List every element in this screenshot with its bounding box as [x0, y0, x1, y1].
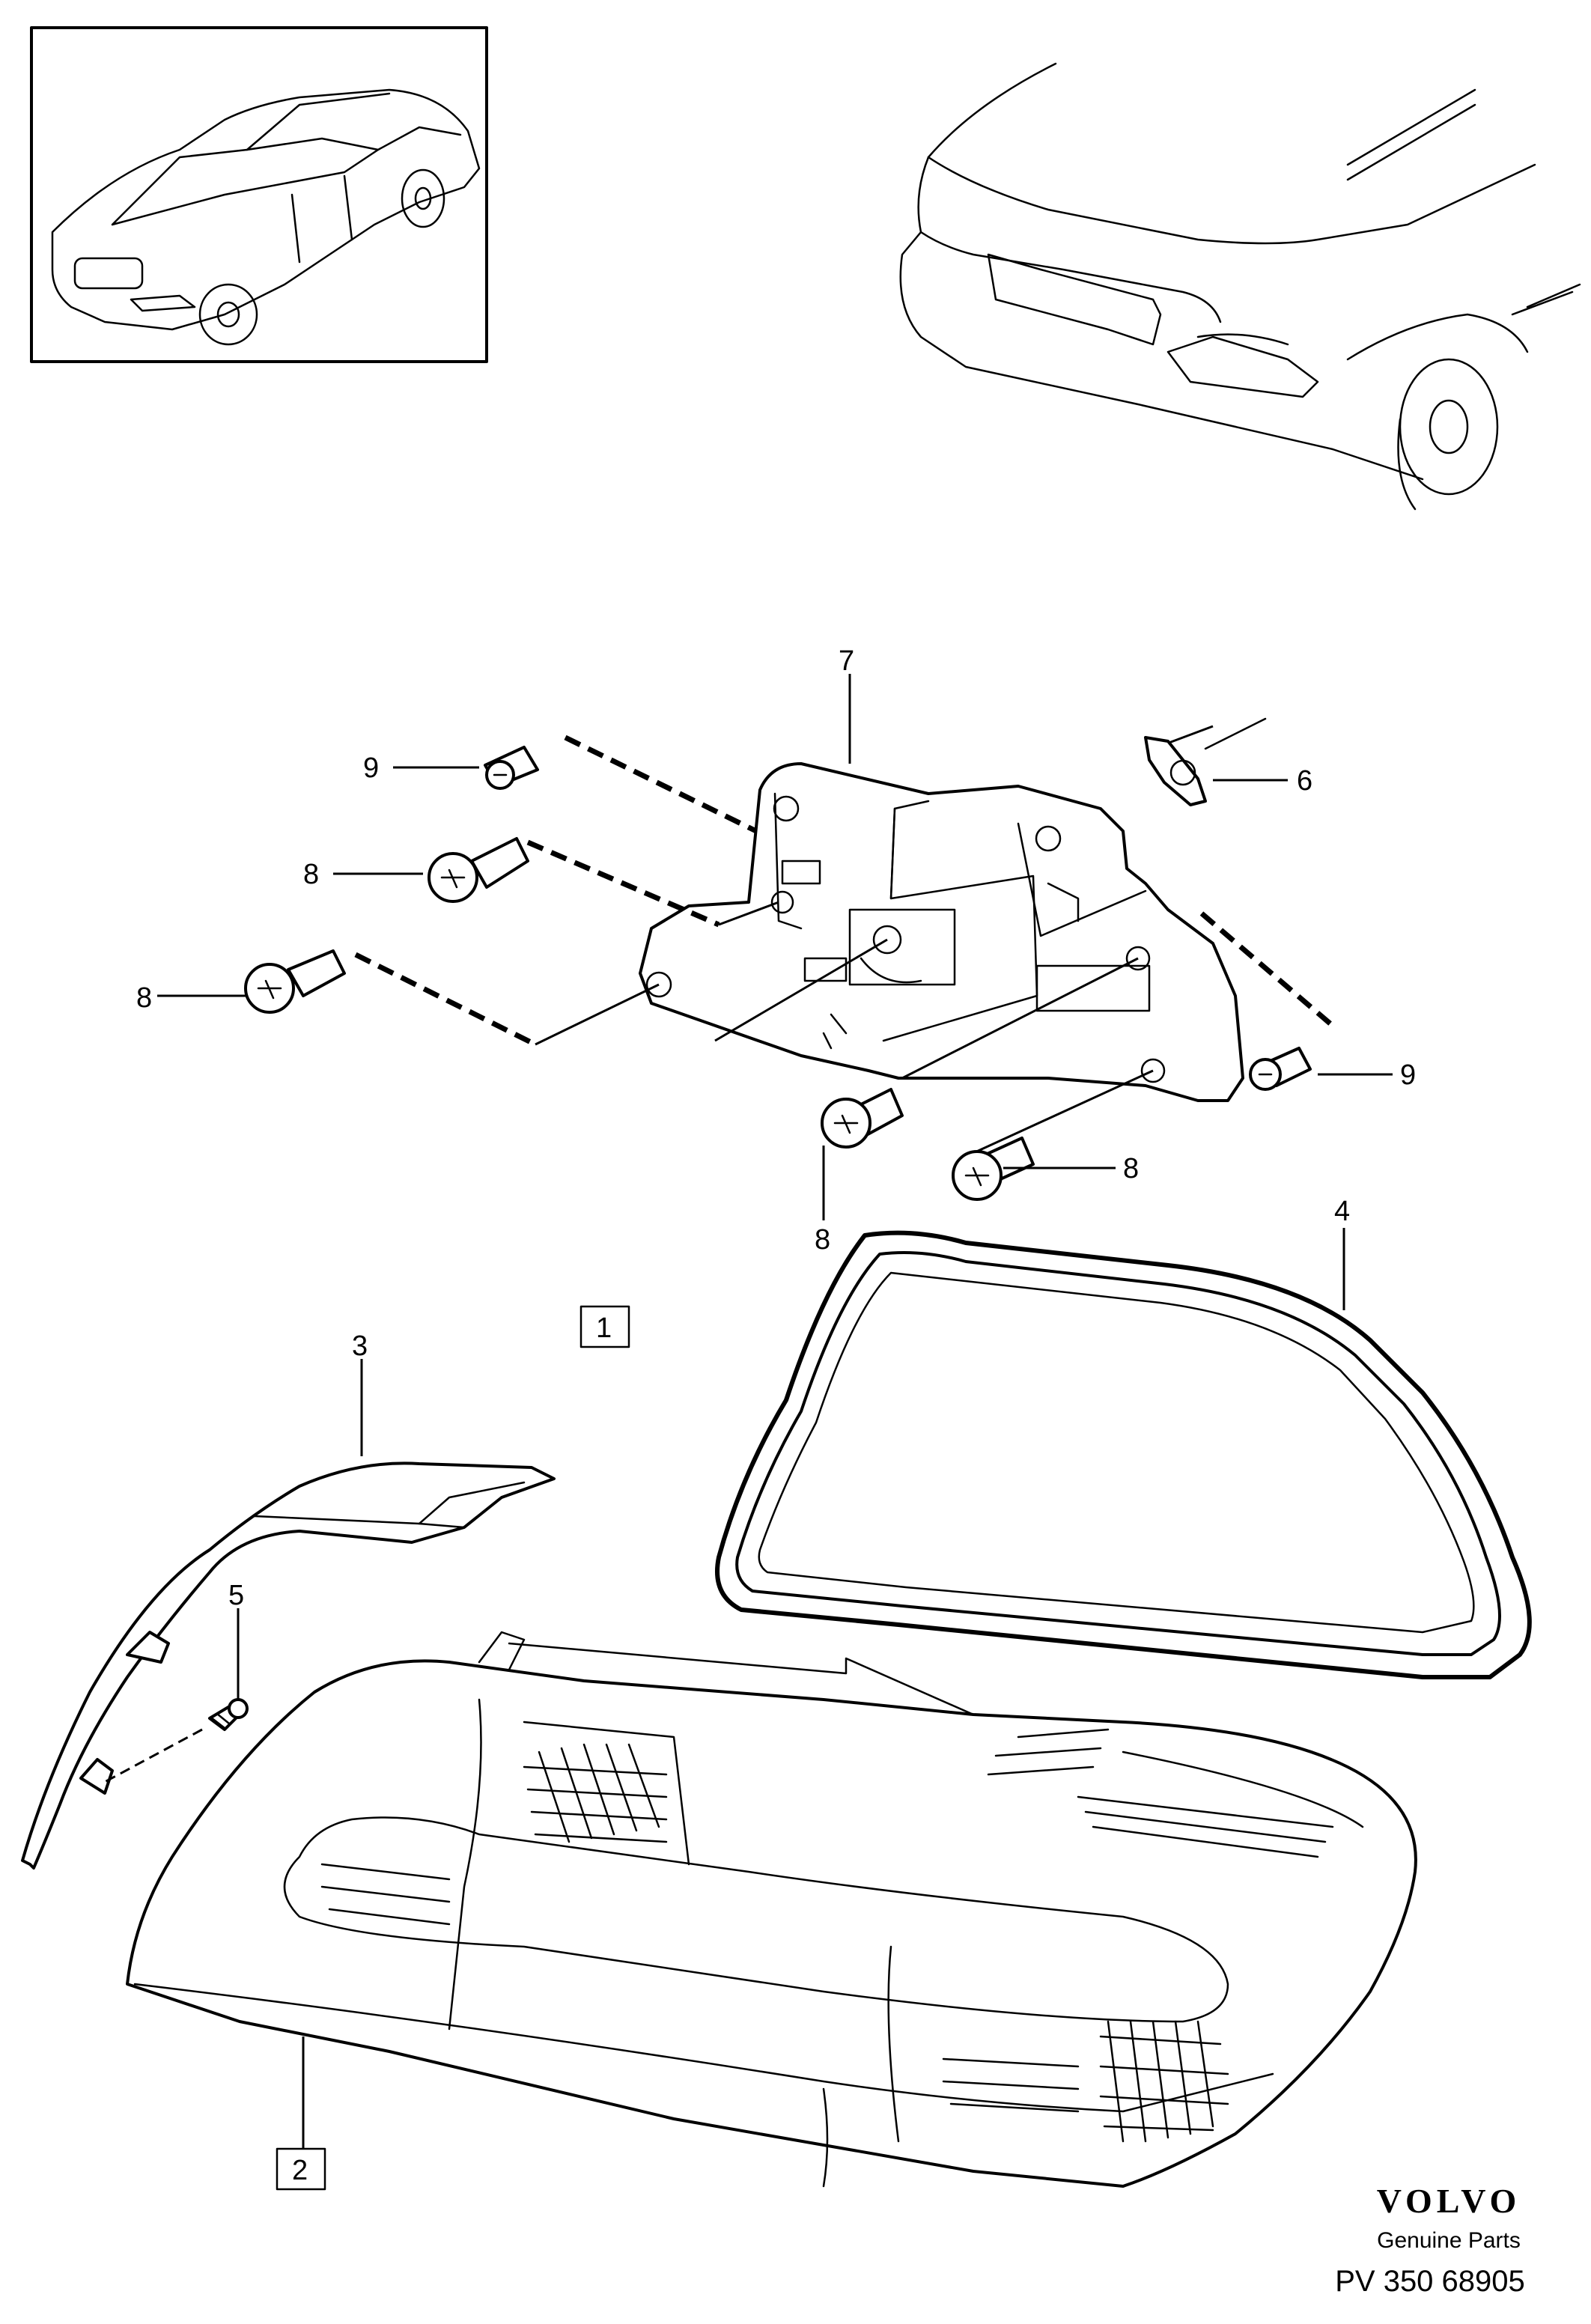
side-reflector: [21, 1461, 556, 1870]
callout-4: 4: [1334, 1196, 1350, 1227]
brand-subtitle: Genuine Parts: [1377, 2228, 1521, 2253]
wing-nut: [1144, 717, 1267, 806]
assembly-dashed-lines: [354, 734, 1335, 1047]
callout-2: 2: [292, 2155, 308, 2186]
brand-logo: VOLVO: [1377, 2182, 1521, 2220]
callout-8-center: 8: [815, 1224, 830, 1256]
gasket: [715, 1230, 1532, 1679]
diagram-reference: PV 350 68905: [1335, 2265, 1525, 2298]
callout-8-left: 8: [136, 982, 152, 1014]
callout-labels: 9 8 8 7 6 9 8 8 4 3 5 1 2: [136, 645, 1416, 2191]
footer: VOLVO Genuine Parts PV 350 68905: [1335, 2182, 1525, 2298]
bulb-9-right: [1249, 1047, 1312, 1091]
callout-7: 7: [839, 645, 854, 677]
assembly-solid-lines: [535, 725, 1214, 1155]
callout-2-box: [276, 2147, 326, 2191]
bulb-8-left: [244, 949, 346, 1014]
callout-1: 1: [596, 1312, 612, 1344]
callout-9-right: 9: [1400, 1059, 1416, 1091]
bulb-8-right: [952, 1137, 1035, 1201]
callout-leaders: [157, 674, 1393, 2149]
screw: [104, 1698, 249, 1783]
callout-6: 6: [1297, 765, 1312, 797]
callout-8-right: 8: [1123, 1153, 1139, 1184]
car-rear-location-icon: [899, 62, 1581, 511]
bulb-9-top: [484, 746, 539, 790]
callout-9-top: 9: [363, 752, 379, 784]
bulb-8-center: [821, 1088, 904, 1149]
bulb-8-upper: [428, 837, 529, 903]
callout-3: 3: [352, 1330, 368, 1362]
callout-1-box: [579, 1305, 630, 1348]
bulb-holder-plate: [639, 762, 1244, 1102]
callout-8-upper: 8: [303, 859, 319, 890]
tail-lamp-lens: [126, 1631, 1417, 2188]
callout-5: 5: [228, 1580, 244, 1611]
car-overview-icon: [30, 26, 488, 363]
